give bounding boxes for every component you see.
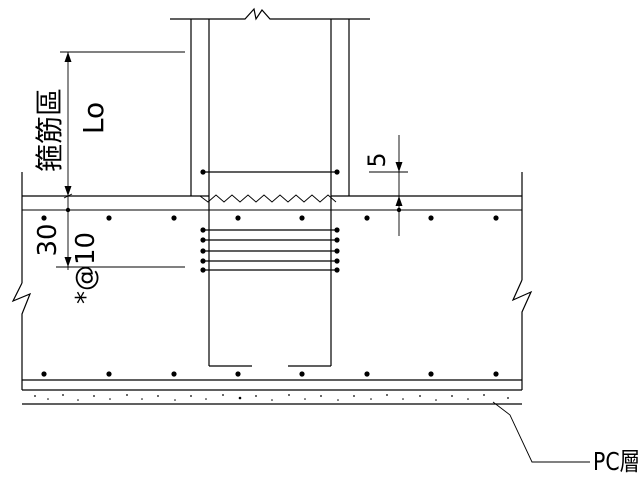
column-longitudinal-bars [208,196,332,367]
spacing-dimension [56,210,185,270]
stirrup-label: *@10 [71,232,101,304]
spacing-label: 30 [33,223,63,256]
footing-stirrups [200,227,340,273]
gap-label: 5 [363,152,391,167]
pc-layer [22,389,522,405]
footing-outline [11,172,533,390]
layer-label: PC層 [593,447,640,476]
top-rebar-layer [22,209,522,221]
zone-length-dimension [60,51,185,213]
zone-label: 箍筋區 [33,88,66,172]
column [170,7,370,197]
pc-layer-leader [492,401,590,463]
bottom-rebar-layer [22,371,522,381]
length-label: Lo [77,102,110,134]
column-stirrup [200,169,340,175]
gap-dimension [369,135,408,236]
construction-joint [199,194,337,203]
